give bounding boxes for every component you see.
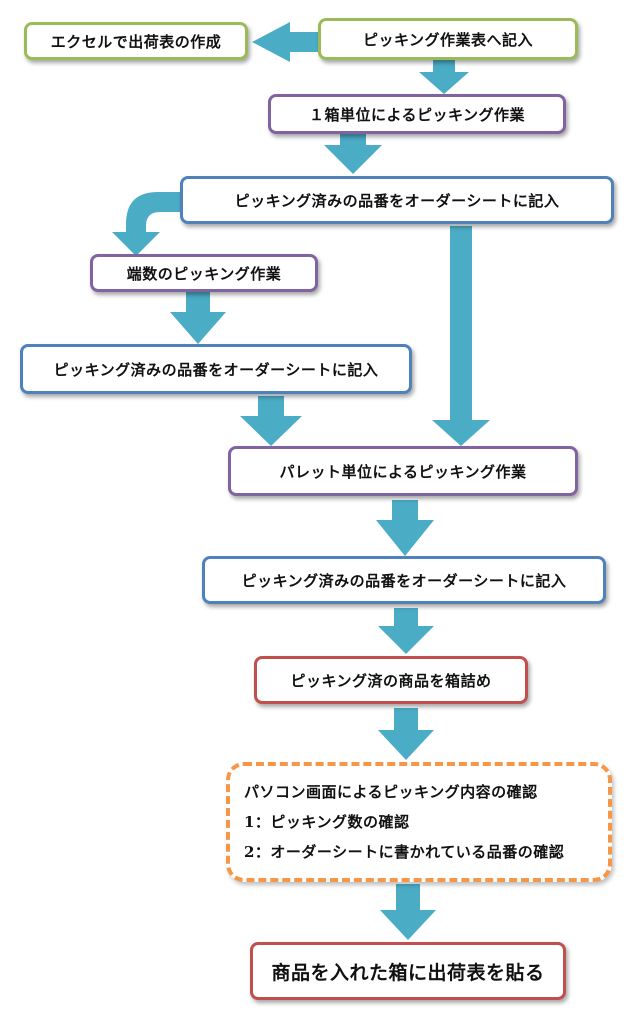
node-record-sheet: ピッキング作業表へ記入 bbox=[318, 18, 578, 60]
node-record1: ピッキング済みの品番をオーダーシートに記入 bbox=[180, 176, 614, 224]
arrow-to-excel bbox=[252, 22, 318, 62]
confirm-item-2: 2：オーダーシートに書かれている品番の確認 bbox=[244, 843, 565, 861]
node-box-unit: １箱単位によるピッキング作業 bbox=[268, 94, 566, 134]
node-record3: ピッキング済みの品番をオーダーシートに記入 bbox=[202, 556, 606, 604]
arrow-to-record3 bbox=[376, 500, 434, 556]
arrow-to-pallet-long bbox=[432, 226, 490, 446]
node-excel: エクセルで出荷表の作成 bbox=[24, 22, 248, 60]
confirm-item-1: 1：ピッキング数の確認 bbox=[244, 813, 410, 831]
node-pack: ピッキング済の商品を箱詰め bbox=[254, 656, 528, 704]
node-record2: ピッキング済みの品番をオーダーシートに記入 bbox=[20, 344, 412, 394]
node-fraction: 端数のピッキング作業 bbox=[90, 254, 318, 292]
arrow-to-confirm bbox=[378, 708, 434, 760]
node-confirm: パソコン画面によるピッキング内容の確認 1：ピッキング数の確認 2：オーダーシー… bbox=[226, 762, 612, 882]
node-pallet: パレット単位によるピッキング作業 bbox=[228, 446, 578, 496]
arrow-to-record2 bbox=[170, 292, 226, 344]
arrow-to-record1 bbox=[324, 132, 382, 174]
arrow-to-pallet-short bbox=[240, 396, 302, 446]
arrow-to-pack bbox=[378, 608, 434, 654]
arrow-to-fraction bbox=[112, 192, 182, 256]
node-label: 商品を入れた箱に出荷表を貼る bbox=[250, 942, 566, 1000]
arrow-to-label bbox=[380, 884, 436, 940]
arrow-to-box-unit bbox=[419, 60, 469, 94]
confirm-title: パソコン画面によるピッキング内容の確認 bbox=[244, 783, 538, 801]
